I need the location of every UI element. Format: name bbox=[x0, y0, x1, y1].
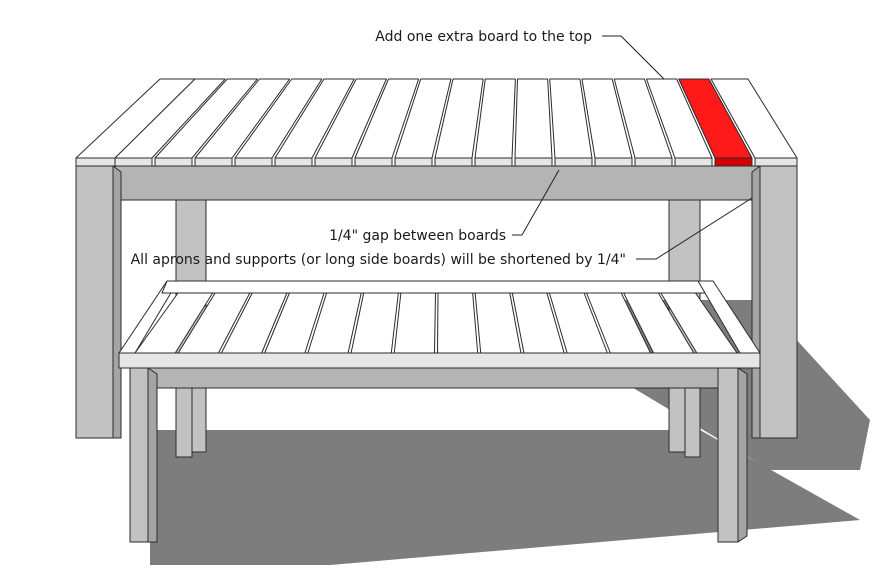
table-front-left-leg-side bbox=[112, 165, 122, 439]
bench-front-left-leg-side bbox=[147, 367, 158, 543]
leader-extra-board bbox=[602, 35, 665, 80]
table-top-board-front bbox=[274, 157, 313, 167]
table-top-board-front bbox=[714, 157, 753, 167]
table-top-board-front bbox=[474, 157, 513, 167]
bench-back-rail bbox=[161, 280, 719, 294]
table-front-apron bbox=[114, 165, 759, 201]
bench-apron bbox=[134, 365, 741, 389]
bench bbox=[118, 280, 761, 543]
table-top-boards bbox=[114, 78, 753, 167]
table-top-board-front bbox=[674, 157, 713, 167]
table-top-board bbox=[514, 78, 553, 159]
table-top-board-front bbox=[354, 157, 393, 167]
leader-gap bbox=[512, 169, 560, 236]
table-top-board-front bbox=[514, 157, 553, 167]
bench-front-edge bbox=[118, 352, 761, 369]
table-top-board-front bbox=[434, 157, 473, 167]
bench-seat-boards bbox=[134, 280, 738, 354]
table-right-end-board-front bbox=[754, 157, 798, 167]
table-top-board-front bbox=[154, 157, 193, 167]
table-top-board-front bbox=[314, 157, 353, 167]
table-top-board-front bbox=[554, 157, 593, 167]
table-front-right-leg bbox=[759, 165, 798, 439]
table-top-board-front bbox=[634, 157, 673, 167]
leader-shortened bbox=[636, 197, 753, 260]
bench-front-right-leg-side bbox=[737, 367, 748, 543]
bench-back-right-leg bbox=[684, 377, 701, 458]
annotation-extra-board: Add one extra board to the top bbox=[375, 29, 592, 45]
annotation-gap: 1/4" gap between boards bbox=[329, 228, 506, 244]
bench-seat-board bbox=[437, 292, 479, 354]
table bbox=[75, 78, 798, 453]
annotation-shortened: All aprons and supports (or long side bo… bbox=[131, 252, 626, 268]
table-left-end-board-front bbox=[75, 157, 116, 167]
table-top-board-front bbox=[234, 157, 273, 167]
bench-front-right-leg bbox=[717, 367, 739, 543]
table-front-left-leg bbox=[75, 165, 114, 439]
table-top-board-front bbox=[394, 157, 433, 167]
bench-front-left-leg bbox=[129, 367, 149, 543]
bench-seat-board bbox=[393, 292, 436, 354]
bench-back-left-leg bbox=[175, 377, 193, 458]
table-top-board-front bbox=[194, 157, 233, 167]
table-top-board-front bbox=[114, 157, 153, 167]
bench-shadow bbox=[150, 430, 860, 565]
annotations: Add one extra board to the top 1/4" gap … bbox=[131, 29, 753, 268]
table-front-right-leg-side bbox=[751, 165, 761, 439]
table-top-board-front bbox=[594, 157, 633, 167]
